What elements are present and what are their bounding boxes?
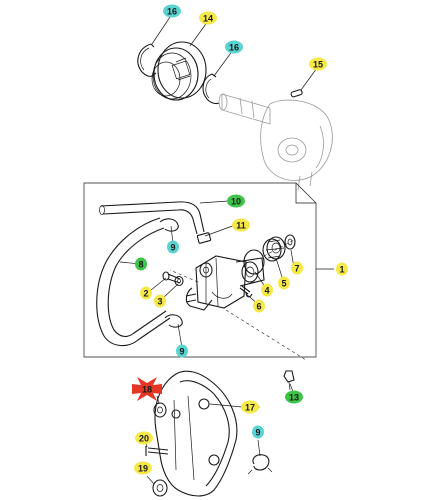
callout-highlight: [134, 461, 152, 475]
callout-badge[interactable]: 17: [241, 400, 259, 414]
callout-label: 6: [256, 302, 261, 312]
callout-badge[interactable]: 18: [139, 383, 155, 396]
callout-badge[interactable]: 8: [135, 257, 147, 271]
callout-badge[interactable]: 15: [309, 57, 327, 71]
hose-clip-part-9-lower: [164, 314, 183, 328]
hose-part-8: [96, 217, 171, 347]
leader-lines: [119, 13, 318, 485]
callout-label: 16: [167, 7, 177, 17]
pump-body-part-1: [185, 255, 265, 311]
callout-label: 10: [231, 197, 241, 207]
callout-label: 13: [289, 393, 299, 403]
callout-label: 5: [281, 279, 286, 289]
cover-assembly: [145, 370, 273, 497]
callout-badge[interactable]: 6: [253, 299, 265, 313]
bolt-part-13: [283, 370, 295, 391]
callout-label: 18: [142, 385, 152, 395]
callout-highlight: [285, 390, 303, 404]
callout-highlight: [261, 283, 273, 297]
callout-highlight: [241, 400, 259, 414]
arrow-shape: [132, 377, 162, 401]
washer-part-7: [284, 234, 296, 250]
callout-label: 15: [313, 60, 323, 70]
hose-clip-part-9-upper: [159, 218, 179, 232]
callout-label: 19: [138, 464, 148, 474]
callout-badge[interactable]: 19: [134, 461, 152, 475]
pin-part-15: [290, 89, 303, 98]
cover-part-17: [154, 370, 238, 497]
callout-badge[interactable]: 20: [135, 431, 153, 445]
callout-label: 1: [339, 265, 344, 275]
o-ring-part-4: [243, 249, 265, 275]
callout-badge[interactable]: 7: [291, 261, 303, 275]
callout-highlight: [135, 257, 147, 271]
callout-badge[interactable]: 4: [261, 283, 273, 297]
callout-badge[interactable]: 16: [163, 4, 181, 18]
screw-part-6: [239, 285, 253, 298]
callout-label: 14: [203, 14, 213, 24]
callout-badge[interactable]: 9: [252, 425, 264, 439]
callout-label: 4: [264, 286, 269, 296]
callout-highlight: [135, 431, 153, 445]
callout-label: 9: [179, 347, 184, 357]
callout-highlight: [278, 276, 290, 290]
callout-highlight: [227, 194, 245, 208]
callout-badge[interactable]: 10: [227, 194, 245, 208]
callout-highlight: [336, 262, 348, 276]
bolt-part-20: [145, 446, 169, 456]
clamp-part-11: [196, 232, 212, 244]
callout-highlight: [199, 11, 217, 25]
callout-label: 8: [138, 260, 143, 270]
drive-shaft-housing: [218, 93, 333, 191]
callout-highlight: [291, 261, 303, 275]
callout-label: 9: [255, 428, 260, 438]
callout-highlight: [225, 40, 243, 54]
callout-badge[interactable]: 2: [140, 286, 152, 300]
callout-highlight: [154, 294, 166, 308]
callout-label: 20: [139, 434, 149, 444]
callout-label: 9: [170, 243, 175, 253]
impeller-part-5: [262, 236, 286, 262]
callout-badge[interactable]: 9: [176, 344, 188, 358]
callout-badge[interactable]: 14: [199, 11, 217, 25]
callout-label: 3: [157, 297, 162, 307]
callout-label: 7: [294, 264, 299, 274]
washer-part-3: [174, 275, 184, 287]
callout-label: 11: [236, 221, 246, 231]
callout-highlight: [140, 286, 152, 300]
assembly-frame: [83, 182, 317, 358]
hose-clip-part-9-cover: [252, 454, 270, 471]
callout-label: 17: [245, 403, 255, 413]
callout-badge[interactable]: 1: [336, 262, 348, 276]
callout-badge[interactable]: 9: [167, 240, 179, 254]
red-arrow-marker-icon: [132, 377, 162, 401]
callout-highlight: [167, 240, 179, 254]
pulley-part-14: [151, 41, 207, 101]
callout-highlight: [309, 57, 327, 71]
callout-badge[interactable]: 3: [154, 294, 166, 308]
callout-badge[interactable]: 11: [232, 218, 250, 232]
grommet-part-19: [152, 479, 168, 497]
callout-badge[interactable]: 16: [225, 40, 243, 54]
circlip-part-16-right: [202, 73, 220, 105]
callout-highlight: [232, 218, 250, 232]
upper-pulley-assembly: [137, 41, 333, 191]
callout-badge[interactable]: 13: [285, 390, 303, 404]
callout-highlight: [163, 4, 181, 18]
hose-part-10: [100, 201, 205, 233]
callout-highlight: [253, 299, 265, 313]
callout-label: 16: [229, 43, 239, 53]
callout-highlight: [252, 425, 264, 439]
grommet-part-18: [153, 402, 167, 418]
callout-label: 2: [143, 289, 148, 299]
callout-badge[interactable]: 5: [278, 276, 290, 290]
callout-highlight: [176, 344, 188, 358]
water-pump-assembly: [96, 201, 307, 361]
